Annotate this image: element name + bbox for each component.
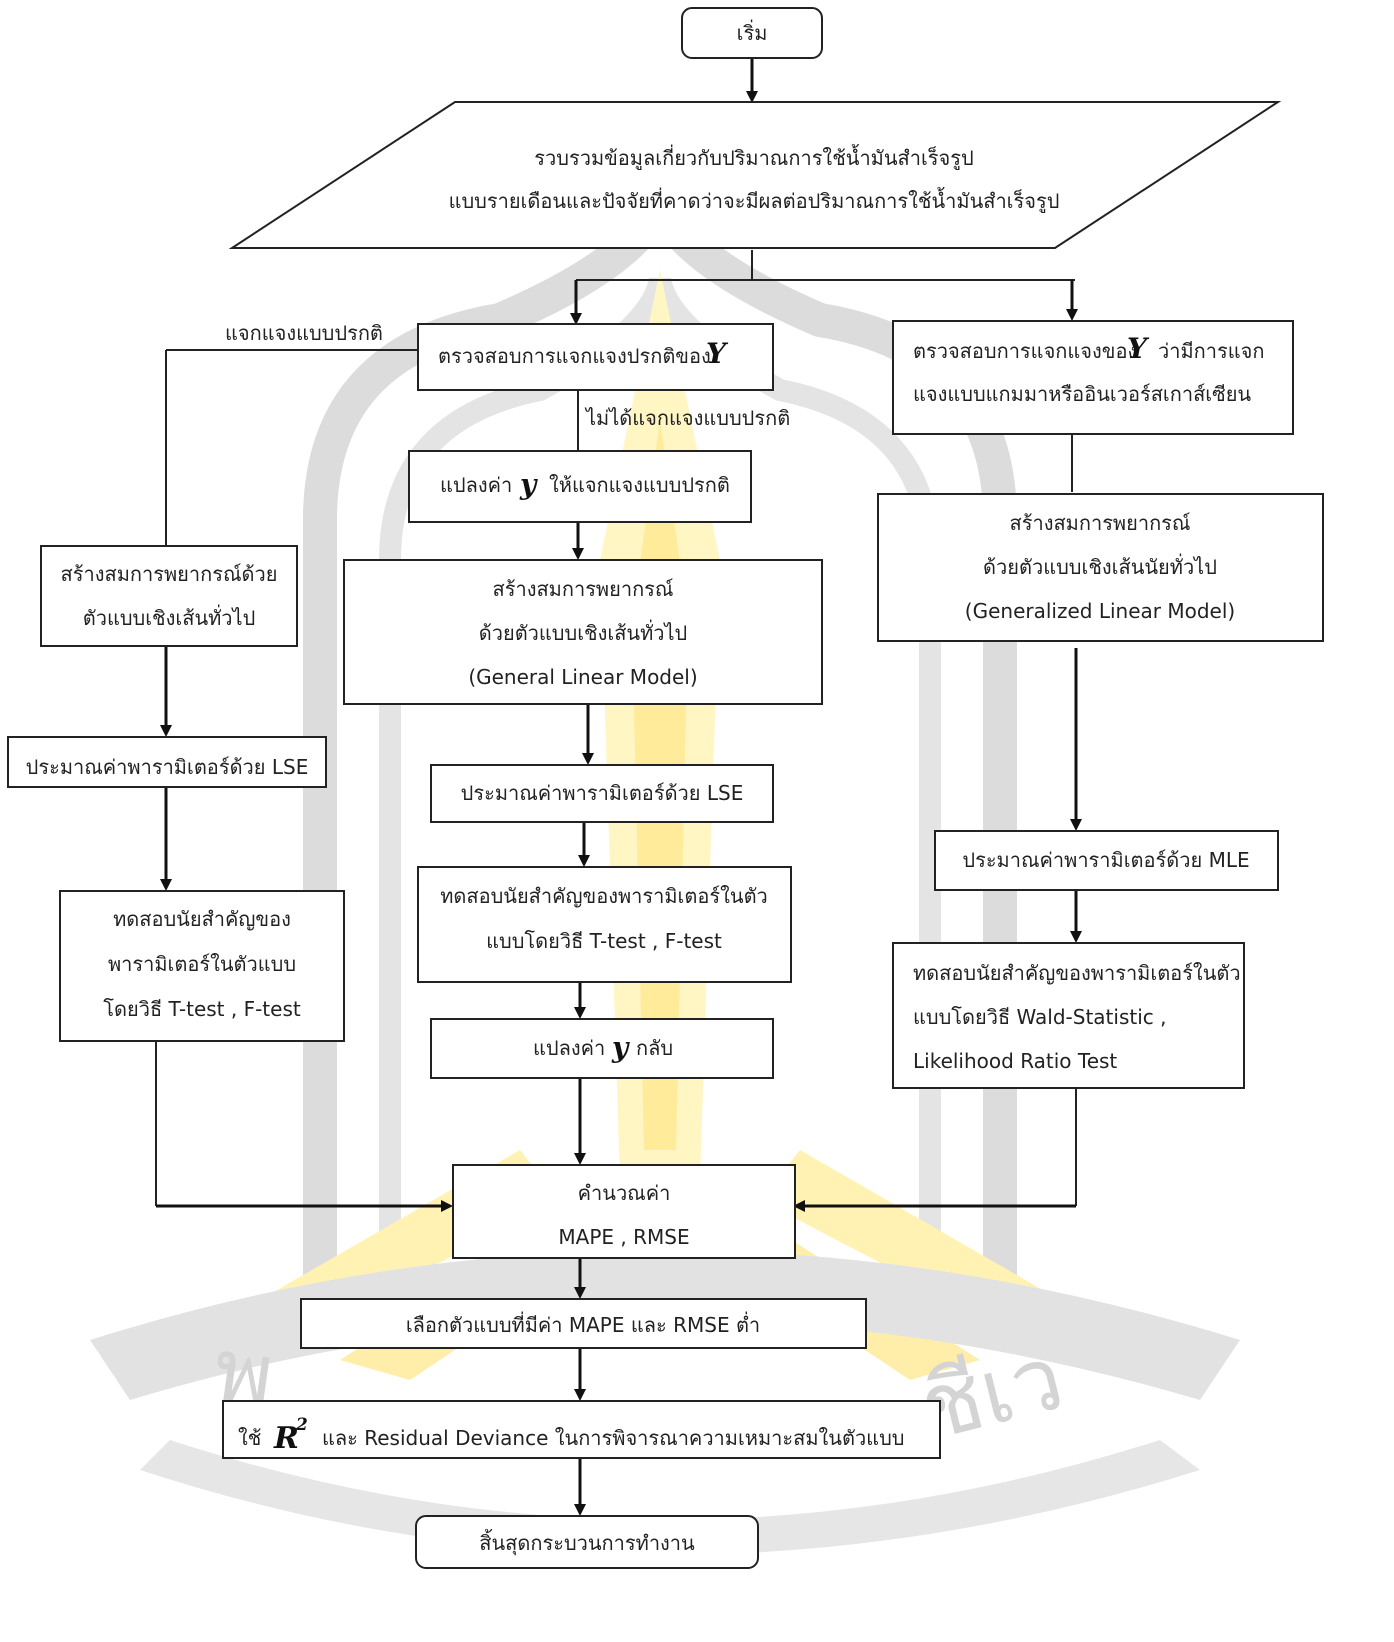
check-normal-node: ตรวจสอบการแจกแจงปรกติของ Y (417, 323, 774, 391)
check-normal-text: ตรวจสอบการแจกแจงปรกติของ (438, 344, 711, 368)
mid-build-line3: (General Linear Model) (468, 665, 697, 689)
end-node: สิ้นสุดกระบวนการทำงาน (415, 1515, 759, 1569)
left-test-line1: ทดสอบนัยสำคัญของ (113, 907, 291, 931)
select-node: เลือกตัวแบบที่มีค่า MAPE และ RMSE ต่ำ (300, 1298, 867, 1349)
right-test-node: ทดสอบนัยสำคัญของพารามิเตอร์ในตัว แบบโดยว… (892, 942, 1245, 1089)
right-mle-label: ประมาณค่าพารามิเตอร์ด้วย MLE (962, 848, 1249, 872)
left-lse-label: ประมาณค่าพารามิเตอร์ด้วย LSE (26, 755, 309, 779)
right-build-line2: ด้วยตัวแบบเชิงเส้นนัยทั่วไป (983, 553, 1217, 579)
edge-label-normal: แจกแจงแบบปรกติ (225, 321, 383, 345)
edge-label-not-normal: ไม่ได้แจกแจงแบบปรกติ (584, 406, 790, 430)
evaluate-node: ใช้ R 2 และ Residual Deviance ในการพิจาร… (222, 1400, 941, 1459)
right-build-line1: สร้างสมการพยากรณ์ (1010, 511, 1191, 535)
mid-test-line2: แบบโดยวิธี T-test , F-test (486, 929, 722, 953)
end-label: สิ้นสุดกระบวนการทำงาน (479, 1529, 695, 1556)
start-label: เริ่ม (737, 19, 768, 45)
left-test-line2: พารามิเตอร์ในตัวแบบ (108, 952, 296, 976)
left-build-node: สร้างสมการพยากรณ์ด้วย ตัวแบบเชิงเส้นทั่ว… (40, 545, 298, 647)
collect-data-line1: รวบรวมข้อมูลเกี่ยวกับปริมาณการใช้น้ำมันส… (534, 144, 973, 171)
mid-test-node: ทดสอบนัยสำคัญของพารามิเตอร์ในตัว แบบโดยว… (417, 866, 792, 983)
compute-node: คำนวณค่า MAPE , RMSE (452, 1164, 796, 1259)
transform-prefix: แปลงค่า (440, 473, 512, 497)
start-node: เริ่ม (681, 7, 823, 59)
right-mle-node: ประมาณค่าพารามิเตอร์ด้วย MLE (934, 830, 1279, 891)
right-test-line2: แบบโดยวิธี Wald-Statistic , (913, 1005, 1166, 1029)
check-gamma-line2: แจงแบบแกมมาหรืออินเวอร์สเกาส์เซียน (913, 382, 1251, 406)
watermark-base-band (90, 1250, 1240, 1400)
watermark-ray-right (760, 1150, 1060, 1320)
back-transform-prefix: แปลงค่า (533, 1036, 605, 1060)
compute-line1: คำนวณค่า (578, 1181, 671, 1205)
connectors (155, 58, 1082, 1516)
collect-data-line2: แบบรายเดือนและปัจจัยที่คาดว่าจะมีผลต่อปร… (449, 187, 1060, 214)
left-test-node: ทดสอบนัยสำคัญของ พารามิเตอร์ในตัวแบบ โดย… (59, 890, 345, 1042)
watermark-lower-band (140, 1440, 1200, 1555)
check-gamma-var: Y (1127, 332, 1150, 365)
transform-node: แปลงค่า y ให้แจกแจงแบบปรกติ (408, 450, 752, 523)
back-transform-node: แปลงค่า y กลับ (430, 1018, 774, 1079)
right-test-line3: Likelihood Ratio Test (913, 1049, 1117, 1073)
check-gamma-node: ตรวจสอบการแจกแจงของ Y ว่ามีการแจก แจงแบบ… (892, 320, 1294, 435)
check-gamma-prefix: ตรวจสอบการแจกแจงของ (913, 339, 1137, 363)
evaluate-sup: 2 (295, 1415, 308, 1435)
evaluate-var: R (273, 1421, 299, 1456)
compute-line2: MAPE , RMSE (558, 1225, 689, 1249)
back-transform-var: y (611, 1031, 630, 1064)
right-build-node: สร้างสมการพยากรณ์ ด้วยตัวแบบเชิงเส้นนัยท… (877, 493, 1324, 642)
check-normal-var: Y (706, 337, 729, 370)
left-build-line2: ตัวแบบเชิงเส้นทั่วไป (83, 604, 256, 630)
transform-suffix: ให้แจกแจงแบบปรกติ (549, 473, 730, 497)
right-test-line1: ทดสอบนัยสำคัญของพารามิเตอร์ในตัว (913, 961, 1241, 985)
select-label: เลือกตัวแบบที่มีค่า MAPE และ RMSE ต่ำ (406, 1311, 760, 1337)
mid-build-line1: สร้างสมการพยากรณ์ (493, 577, 674, 601)
mid-lse-label: ประมาณค่าพารามิเตอร์ด้วย LSE (461, 781, 744, 805)
mid-lse-node: ประมาณค่าพารามิเตอร์ด้วย LSE (430, 764, 774, 823)
collect-data-node: รวบรวมข้อมูลเกี่ยวกับปริมาณการใช้น้ำมันส… (228, 101, 1282, 249)
check-gamma-suffix: ว่ามีการแจก (1158, 339, 1264, 363)
mid-build-line2: ด้วยตัวแบบเชิงเส้นทั่วไป (479, 619, 688, 645)
mid-build-node: สร้างสมการพยากรณ์ ด้วยตัวแบบเชิงเส้นทั่ว… (343, 559, 823, 705)
transform-var: y (519, 468, 538, 501)
evaluate-prefix: ใช้ (238, 1426, 261, 1450)
right-build-line3: (Generalized Linear Model) (965, 599, 1235, 623)
mid-test-line1: ทดสอบนัยสำคัญของพารามิเตอร์ในตัว (440, 884, 768, 908)
back-transform-suffix: กลับ (636, 1036, 673, 1060)
evaluate-suffix: และ Residual Deviance ในการพิจารณาความเห… (322, 1426, 904, 1450)
left-lse-node: ประมาณค่าพารามิเตอร์ด้วย LSE (7, 736, 327, 788)
left-build-line1: สร้างสมการพยากรณ์ด้วย (61, 562, 278, 586)
left-test-line3: โดยวิธี T-test , F-test (103, 997, 301, 1021)
